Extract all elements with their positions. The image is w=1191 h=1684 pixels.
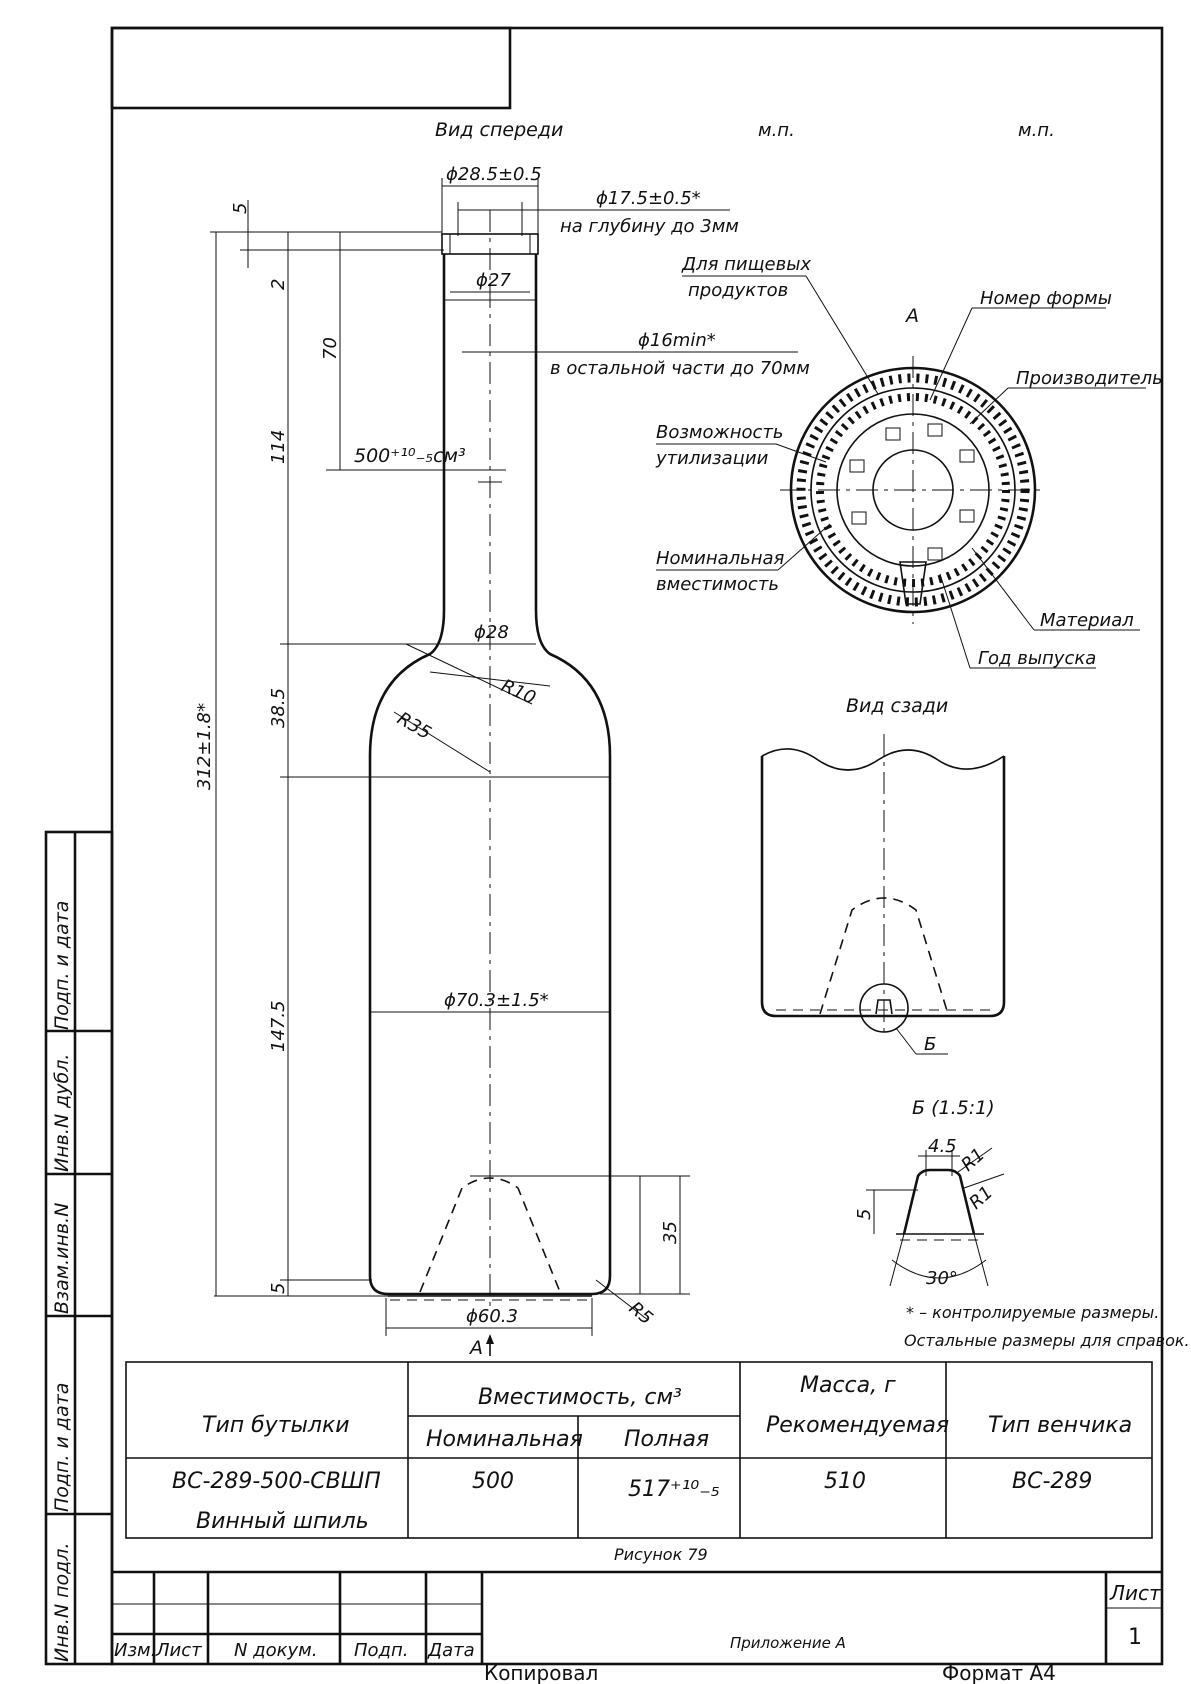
footer-format: Формат А4 (942, 1661, 1056, 1684)
td-nominal: 500 (472, 1469, 514, 1494)
dim-d16-note: в остальной части до 70мм (550, 358, 810, 379)
label-maker: Производитель (1016, 368, 1163, 389)
td-full: 517⁺¹⁰₋₅ (628, 1477, 720, 1502)
dim-5-bottom: 5 (268, 1283, 289, 1294)
mp-mark-1: м.п. (758, 120, 795, 141)
label-nominal-2: вместимость (656, 574, 779, 595)
label-mold: Номер формы (980, 288, 1112, 309)
tb-col-izm: Изм. (114, 1640, 156, 1661)
side-stamp-1: Подп. и дата (51, 901, 73, 1030)
view-a-leaders: Для пищевых продуктов Номер формы Произв… (655, 254, 1163, 669)
detail-dim-5: 5 (854, 1209, 875, 1220)
th-bottle-type: Тип бутылки (202, 1413, 350, 1438)
label-food: Для пищевых (681, 254, 811, 275)
dim-147-5: 147.5 (268, 1000, 289, 1052)
detail-dim-r1a: R1 (957, 1144, 989, 1176)
tb-col-sign: Подп. (354, 1640, 408, 1661)
title-block: Изм. Лист N докум. Подп. Дата Лист 1 При… (112, 1570, 1162, 1664)
footer-copied: Копировал (484, 1661, 598, 1684)
view-a-title: А (904, 305, 919, 327)
dim-top-diameter: ϕ28.5±0.5 (446, 164, 542, 185)
detail-b: Б (1.5:1) 4.5 R1 R1 5 30° (854, 1097, 1005, 1289)
th-finish: Тип венчика (988, 1413, 1132, 1438)
dim-r35: R35 (394, 708, 435, 744)
side-stamp-column: Подп. и дата Инв.N дубл. Взам.инв.N Подп… (44, 830, 114, 1666)
dim-r5: R5 (625, 1298, 657, 1329)
tb-col-list: Лист (155, 1640, 202, 1661)
section-a-arrow-label: А (468, 1337, 483, 1359)
dim-inner-diameter: ϕ17.5±0.5* (596, 188, 701, 209)
back-view-title: Вид сзади (846, 695, 948, 717)
front-dimensions: ϕ28.5±0.5 ϕ17.5±0.5* на глубину до 3мм ϕ… (194, 164, 810, 1359)
label-year: Год выпуска (978, 648, 1096, 669)
detail-b-title: Б (1.5:1) (912, 1097, 995, 1119)
side-stamp-3: Взам.инв.N (51, 1203, 73, 1314)
detail-dim-45: 4.5 (928, 1136, 957, 1157)
tb-sheet-number: 1 (1128, 1625, 1142, 1650)
label-recycle: Возможность (656, 422, 784, 443)
tb-appendix: Приложение А (730, 1634, 846, 1652)
dim-5-top: 5 (230, 203, 251, 214)
dim-r10: R10 (498, 675, 539, 709)
dim-d16: ϕ16min* (638, 330, 716, 351)
mark-b-label: Б (924, 1034, 936, 1055)
front-view-title: Вид спереди (435, 119, 563, 141)
view-a-pellet-ring (796, 373, 1030, 607)
dim-d27: ϕ27 (476, 270, 511, 291)
spec-table: Тип бутылки Вместимость, см³ Номинальная… (125, 1361, 1153, 1539)
dim-38-5: 38.5 (268, 688, 289, 728)
mp-mark-2: м.п. (1018, 120, 1055, 141)
label-nominal: Номинальная (656, 548, 785, 569)
td-type-2: Винный шпиль (196, 1509, 369, 1534)
tb-sheet-label: Лист (1109, 1581, 1162, 1605)
th-nominal: Номинальная (426, 1427, 583, 1452)
side-stamp-4: Подп. и дата (51, 1383, 73, 1512)
view-a-bottom: А (780, 305, 1046, 624)
dim-d28: ϕ28 (474, 622, 509, 643)
th-mass-1: Масса, г (800, 1373, 896, 1398)
th-mass-2: Рекомендуемая (766, 1413, 949, 1438)
td-mass: 510 (824, 1469, 866, 1494)
note-reference: Остальные размеры для справок. (904, 1331, 1190, 1350)
dim-volume: 500⁺¹⁰₋₅см³ (354, 445, 466, 467)
th-full: Полная (624, 1427, 709, 1452)
dim-2: 2 (268, 279, 289, 290)
label-food-2: продуктов (688, 280, 788, 301)
detail-dim-30: 30° (926, 1268, 958, 1289)
td-finish: ВС-289 (1012, 1469, 1092, 1494)
th-capacity: Вместимость, см³ (478, 1385, 682, 1410)
dim-312: 312±1.8* (194, 703, 215, 790)
top-left-stamp-box (110, 26, 512, 110)
detail-dim-r1b: R1 (965, 1182, 997, 1214)
dim-114: 114 (268, 430, 289, 464)
tb-col-date: Дата (427, 1640, 475, 1661)
td-type-1: ВС-289-500-СВШП (172, 1469, 381, 1494)
dim-70: 70 (320, 337, 341, 360)
side-stamp-5: Инв.N подл. (51, 1543, 73, 1663)
label-recycle-2: утилизации (655, 448, 769, 469)
dim-d70: ϕ70.3±1.5* (444, 990, 549, 1011)
dim-35: 35 (660, 1221, 681, 1244)
dim-inner-depth-note: на глубину до 3мм (560, 216, 739, 237)
figure-caption: Рисунок 79 (614, 1545, 708, 1564)
back-view: Вид сзади Б (760, 695, 1006, 1055)
tb-col-doc: N докум. (234, 1640, 317, 1661)
dim-d60: ϕ60.3 (466, 1306, 518, 1327)
note-controlled: * – контролируемые размеры. (906, 1303, 1159, 1322)
label-material: Материал (1040, 610, 1134, 631)
side-stamp-2: Инв.N дубл. (51, 1054, 73, 1172)
